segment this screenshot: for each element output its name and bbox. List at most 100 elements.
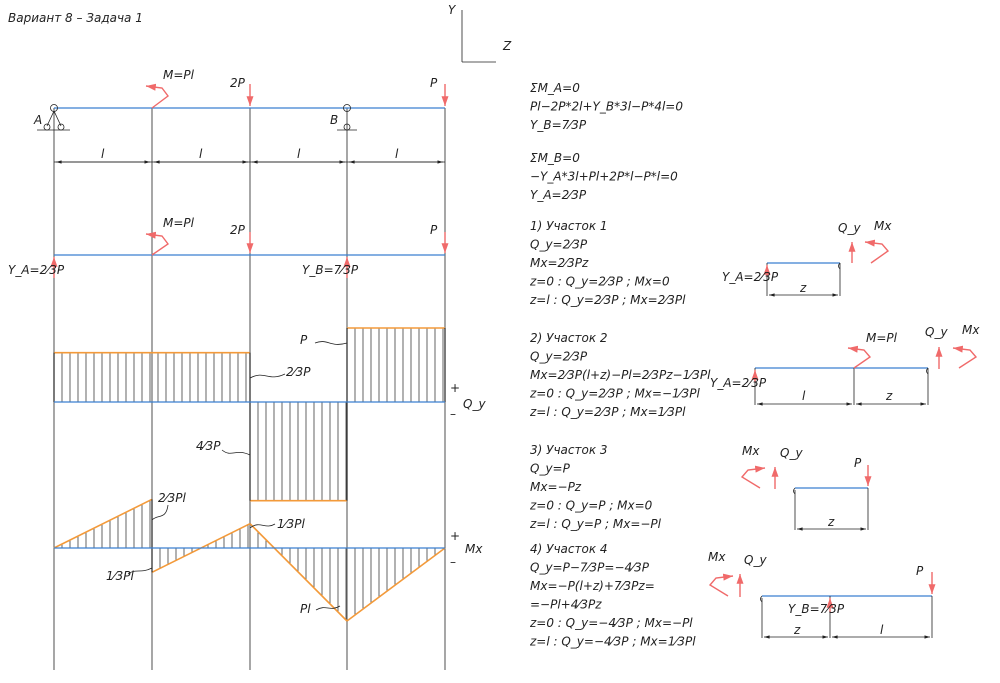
m-value-label: 1⁄3Pl xyxy=(106,569,135,583)
axis-y-label: Y xyxy=(448,3,457,17)
qy-label: Q_y xyxy=(780,446,803,460)
equation-line: Mx=2⁄3Pz xyxy=(530,256,589,270)
mx-label: Mx xyxy=(742,444,760,458)
dimension-label: z xyxy=(793,623,801,637)
force-label: P xyxy=(854,456,862,470)
mx-label: Mx xyxy=(874,219,892,233)
equation-line: z=0 : Q_y=2⁄3P ; Mx=−1⁄3Pl xyxy=(529,387,701,401)
equation-line: 3) Участок 3 xyxy=(530,443,608,457)
force-2p-label: 2P xyxy=(230,76,246,90)
section-1-sketch: Y_A=2⁄3P z Q_y Mx xyxy=(722,219,892,297)
q-value-label: 2⁄3P xyxy=(286,365,311,379)
m-plus-sign: + xyxy=(450,529,460,543)
equation-line: =−Pl+4⁄3Pz xyxy=(530,598,602,612)
span-label: l xyxy=(199,147,203,161)
reaction-label: Y_B=7⁄3P xyxy=(788,602,845,616)
m-value-label: 2⁄3Pl xyxy=(158,491,187,505)
q-minus-sign: – xyxy=(450,407,456,421)
page-title: Вариант 8 – Задача 1 xyxy=(8,11,143,25)
equation-line: Mx=−P(l+z)+7⁄3Pz= xyxy=(530,579,655,593)
force-label: P xyxy=(916,564,924,578)
support-b-icon xyxy=(337,104,357,131)
span-label: l xyxy=(395,147,399,161)
m-minus-sign: – xyxy=(450,555,456,569)
equation-line: Y_B=7⁄3P xyxy=(530,118,587,132)
equation-line: z=0 : Q_y=2⁄3P ; Mx=0 xyxy=(529,275,670,289)
equation-line: Q_y=P−7⁄3P=−4⁄3P xyxy=(530,561,650,575)
force-p-label: P xyxy=(430,76,438,90)
leader-line xyxy=(314,341,348,345)
moment-arrow-icon xyxy=(145,231,169,256)
leader-line xyxy=(127,567,153,575)
force-2p-label: 2P xyxy=(230,223,246,237)
equation-line: z=l : Q_y=2⁄3P ; Mx=2⁄3Pl xyxy=(529,293,686,307)
qy-label: Q_y xyxy=(925,325,948,339)
reaction-label: Y_A=2⁄3P xyxy=(722,270,779,284)
equation-line: Mx=−Pz xyxy=(530,480,582,494)
support-a-label: A xyxy=(33,113,42,127)
equation-line: z=l : Q_y=−4⁄3P ; Mx=1⁄3Pl xyxy=(529,635,696,649)
m-value-label: Pl xyxy=(300,602,311,616)
free-body-scheme: Y_A=2⁄3P Y_B=7⁄3P M=Pl 2P P xyxy=(8,216,449,278)
moment-arrow-icon xyxy=(847,345,872,369)
axis-z-label: Z xyxy=(502,39,512,53)
support-b-label: B xyxy=(330,113,338,127)
equation-line: 2) Участок 2 xyxy=(530,331,608,345)
q-plus-sign: + xyxy=(450,381,460,395)
section-3-sketch: z P Q_y Mx xyxy=(740,444,872,531)
moment-arrow-icon xyxy=(708,573,734,597)
m-diagram-label: Mx xyxy=(465,542,483,556)
equation-line: z=l : Q_y=P ; Mx=−Pl xyxy=(529,517,662,531)
equation-line: z=0 : Q_y=P ; Mx=0 xyxy=(529,499,653,513)
q-value-label: 4⁄3P xyxy=(196,439,221,453)
q-diagram-label: Q_y xyxy=(463,397,486,411)
span-label: l xyxy=(297,147,301,161)
qy-label: Q_y xyxy=(744,553,767,567)
section-2-sketch: Y_A=2⁄3P l z M=Pl Q_y Mx xyxy=(710,323,980,406)
equations: ΣM_A=0Pl−2P*2l+Y_B*3l−P*4l=0Y_B=7⁄3PΣM_B… xyxy=(529,81,711,649)
bending-moment-diagram: + – Mx 2⁄3Pl 1⁄3Pl 1⁄3Pl Pl xyxy=(53,491,483,622)
equation-line: −Y_A*3l+Pl+2P*l−P*l=0 xyxy=(530,170,678,184)
beam-scheme: A B M=Pl 2P P l l l l xyxy=(33,68,449,164)
q-value-label: P xyxy=(300,333,308,347)
reaction-b-label: Y_B=7⁄3P xyxy=(302,263,359,277)
force-p-label: P xyxy=(430,223,438,237)
m-value-label: 1⁄3Pl xyxy=(277,517,306,531)
m-diagram-segment xyxy=(53,498,153,549)
span-label: l xyxy=(101,147,105,161)
moment-arrow-icon xyxy=(952,345,978,369)
m-diagram-segment xyxy=(346,547,446,622)
leader-line xyxy=(221,449,251,456)
dimension-label: z xyxy=(827,515,835,529)
m-diagram-segment xyxy=(249,523,348,622)
equation-line: ΣM_A=0 xyxy=(530,81,580,95)
mx-label: Mx xyxy=(962,323,980,337)
equation-line: 1) Участок 1 xyxy=(530,219,608,233)
axis-indicator: Y Z xyxy=(448,3,512,63)
qy-label: Q_y xyxy=(838,221,861,235)
equation-line: Pl−2P*2l+Y_B*3l−P*4l=0 xyxy=(530,100,683,114)
dimension-label: z xyxy=(799,281,807,295)
equation-line: Q_y=2⁄3P xyxy=(530,350,588,364)
leader-line xyxy=(151,504,169,521)
shear-force-diagram: + – Q_y P 2⁄3P 4⁄3P xyxy=(53,327,486,502)
reaction-a-label: Y_A=2⁄3P xyxy=(8,263,65,277)
moment-label: M=Pl xyxy=(866,331,898,345)
equation-line: z=l : Q_y=2⁄3P ; Mx=1⁄3Pl xyxy=(529,405,686,419)
dimension-label: z xyxy=(885,389,893,403)
equation-line: Q_y=P xyxy=(530,462,571,476)
mx-label: Mx xyxy=(708,550,726,564)
leader-line xyxy=(249,373,286,379)
reaction-label: Y_A=2⁄3P xyxy=(710,376,767,390)
equation-line: Y_A=2⁄3P xyxy=(530,188,587,202)
section-4-sketch: z l Y_B=7⁄3P P Q_y Mx xyxy=(708,550,936,639)
dimension-label: l xyxy=(880,623,884,637)
equation-line: Mx=2⁄3P(l+z)−Pl=2⁄3Pz−1⁄3Pl xyxy=(530,368,711,382)
leader-line xyxy=(315,605,341,611)
equation-line: 4) Участок 4 xyxy=(530,542,608,556)
equation-line: z=0 : Q_y=−4⁄3P ; Mx=−Pl xyxy=(529,616,693,630)
leader-line xyxy=(249,523,276,529)
moment-arrow-icon xyxy=(145,83,169,109)
dimension-label: l xyxy=(802,389,806,403)
